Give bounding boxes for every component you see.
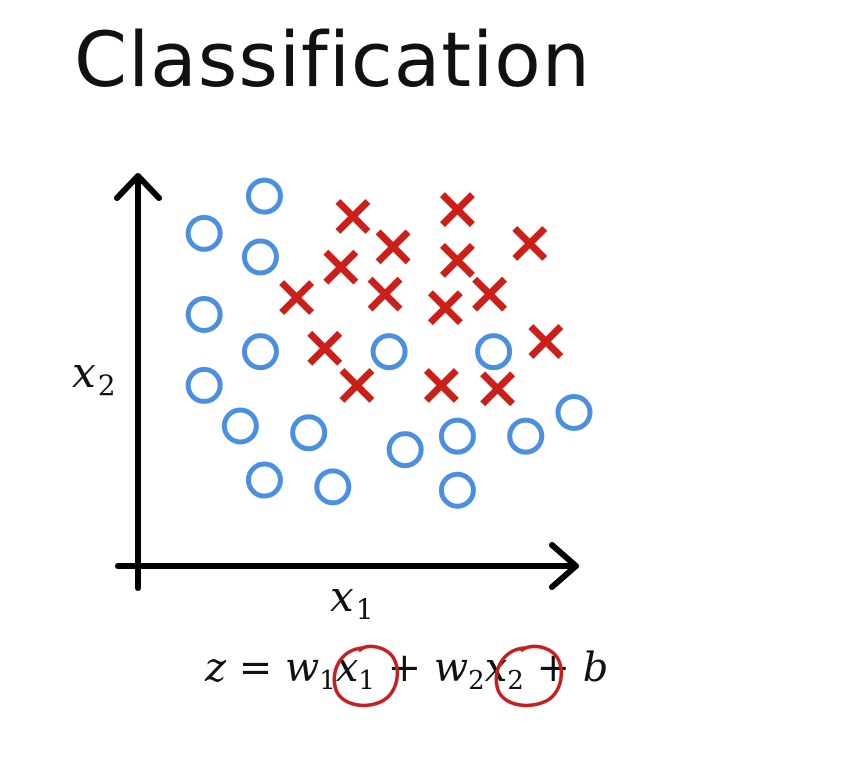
cross-point-3 [439, 242, 475, 278]
circle-point-3 [185, 295, 223, 333]
cross-point-9 [472, 276, 508, 312]
cross-point-8 [427, 290, 463, 326]
cross-point-5 [323, 249, 359, 285]
eq-equals: = [238, 645, 273, 691]
circle-point-7 [290, 414, 328, 452]
cross-point-7 [367, 276, 403, 312]
cross-point-2 [375, 229, 411, 265]
circle-point-14 [507, 417, 545, 455]
eq-x2: x2 [484, 645, 524, 696]
cross-point-14 [480, 371, 516, 407]
axes [114, 173, 579, 591]
cross-point-4 [512, 225, 548, 261]
x-axis-label: x1 [330, 572, 374, 626]
data-points [185, 177, 593, 509]
eq-plus-2: + [536, 645, 571, 691]
cross-point-1 [439, 192, 475, 228]
x-axis-arrowhead [549, 542, 579, 590]
slide-title: Classification [74, 15, 591, 104]
linear-equation: z = w1x1 + w2x2 + b [205, 648, 608, 694]
circle-point-2 [241, 238, 279, 276]
cross-point-12 [339, 367, 375, 403]
circle-point-0 [185, 214, 223, 252]
circle-point-1 [245, 177, 283, 215]
cross-point-0 [335, 198, 371, 234]
y-axis-arrowhead [114, 173, 162, 201]
circle-point-8 [370, 333, 408, 371]
eq-plus-1: + [387, 645, 422, 691]
eq-w2: w2 [433, 645, 485, 696]
eq-w1: w1 [285, 645, 336, 696]
cross-point-11 [307, 330, 343, 366]
circle-point-13 [438, 417, 476, 455]
circle-point-9 [475, 333, 513, 371]
cross-point-10 [528, 324, 564, 359]
eq-z: z [205, 645, 227, 691]
circle-point-16 [438, 471, 476, 509]
circle-point-6 [221, 407, 259, 445]
cross-point-6 [279, 280, 315, 316]
circle-point-10 [245, 461, 283, 499]
cross-point-13 [423, 367, 459, 403]
y-axis-label: x2 [72, 348, 116, 402]
circle-point-11 [314, 468, 352, 506]
circle-point-4 [241, 333, 279, 371]
circle-point-12 [386, 431, 424, 469]
circle-point-15 [555, 393, 593, 431]
eq-x1: x1 [335, 645, 375, 696]
circle-point-5 [185, 366, 223, 404]
eq-b: b [582, 645, 609, 691]
